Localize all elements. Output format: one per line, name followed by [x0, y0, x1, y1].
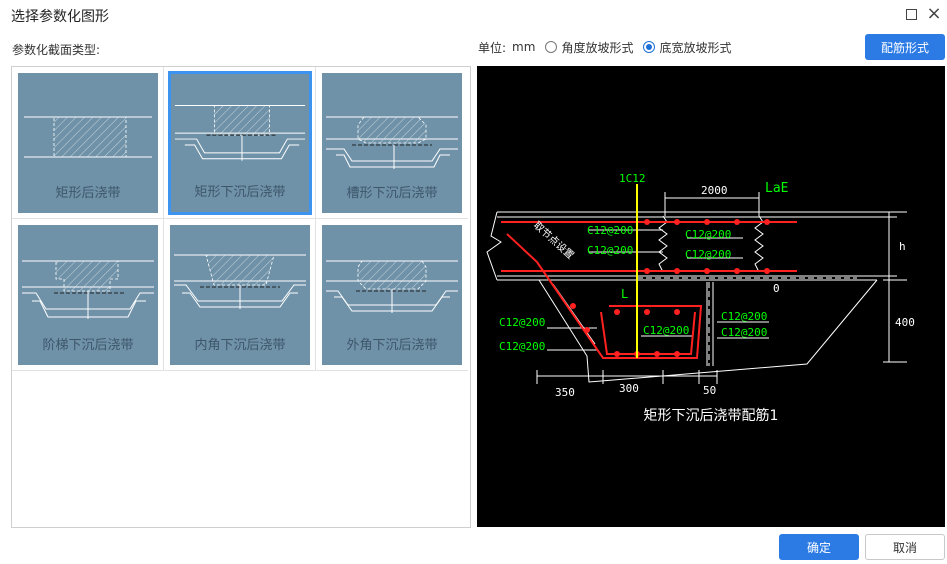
rect-section-icon: [24, 116, 152, 158]
close-icon: ×: [926, 3, 942, 24]
radio-label: 角度放坡形式: [561, 40, 634, 55]
label-top-bar: 1C12: [619, 172, 646, 185]
tile-thumbnail: 阶梯下沉后浇带: [18, 225, 158, 365]
unit-value: mm: [512, 40, 536, 54]
rebar-form-button[interactable]: 配筋形式: [865, 34, 945, 60]
label-rebar-e: C12@200: [499, 316, 545, 329]
cancel-button[interactable]: 取消: [865, 534, 945, 560]
window-title: 选择参数化图形: [11, 9, 109, 25]
tile-thumbnail: 槽形下沉后浇带: [322, 73, 462, 213]
label-rebar-a: C12@200: [587, 224, 633, 237]
tile-thumbnail: 矩形后浇带: [18, 73, 158, 213]
rebar-preview-drawing: 1C12 2000 LaE C12@200 C12@200 C12@200 C1…: [486, 172, 915, 424]
label-lae: LaE: [765, 181, 788, 196]
unit-row: 单位: mm 角度放坡形式 底宽放坡形式: [478, 38, 737, 56]
label-dim-300: 300: [619, 382, 639, 395]
slab-outline: [486, 192, 907, 384]
tile-thumbnail: 外角下沉后浇带: [322, 225, 462, 365]
break-lines: [658, 215, 764, 273]
label-rebar-g: C12@200: [643, 324, 689, 337]
tile-label: 矩形下沉后浇带: [194, 185, 286, 200]
label-dim-400: 400: [895, 316, 915, 329]
label-h: h: [899, 240, 906, 253]
label-node-ref: 取节点设置: [531, 219, 576, 261]
label-rebar-h: C12@200: [721, 310, 767, 323]
label-l-mark: L: [621, 287, 628, 301]
label-dim-50: 50: [703, 384, 716, 397]
tile-label: 矩形后浇带: [55, 186, 121, 201]
tile-step-sunken-post-pour[interactable]: 阶梯下沉后浇带: [12, 219, 164, 371]
inner-corner-sunken-section-icon: [174, 254, 306, 309]
step-sunken-section-icon: [22, 260, 154, 319]
tile-rect-sunken-post-pour[interactable]: 矩形下沉后浇带: [164, 67, 316, 219]
radio-label: 底宽放坡形式: [659, 40, 732, 55]
outer-corner-sunken-section-icon: [326, 260, 458, 313]
label-dim-350: 350: [555, 386, 575, 399]
tile-label: 阶梯下沉后浇带: [42, 338, 134, 353]
ok-button[interactable]: 确定: [779, 534, 859, 560]
label-rebar-c: C12@200: [685, 228, 731, 241]
center-lines: [637, 277, 857, 366]
preview-caption: 矩形下沉后浇带配筋1: [644, 407, 779, 424]
preview-labels: 1C12 2000 LaE C12@200 C12@200 C12@200 C1…: [499, 172, 788, 353]
close-button[interactable]: ×: [925, 3, 943, 24]
tile-label: 槽形下沉后浇带: [346, 186, 438, 201]
radio-width-slope[interactable]: 底宽放坡形式: [643, 39, 731, 56]
tile-thumbnail: 内角下沉后浇带: [170, 225, 310, 365]
tile-outer-corner-sunken-post-pour[interactable]: 外角下沉后浇带: [316, 219, 468, 371]
section-type-label: 参数化截面类型:: [12, 43, 101, 57]
label-rebar-f: C12@200: [499, 340, 545, 353]
tile-label: 外角下沉后浇带: [346, 338, 438, 353]
label-zero: 0: [773, 282, 780, 295]
rect-sunken-section-icon: [174, 105, 306, 161]
label-rebar-b: C12@200: [587, 244, 633, 257]
rebar-preview-panel: 1C12 2000 LaE C12@200 C12@200 C12@200 C1…: [477, 66, 945, 527]
tile-channel-sunken-post-pour[interactable]: 槽形下沉后浇带: [316, 67, 468, 219]
label-rebar-d: C12@200: [685, 248, 731, 261]
maximize-button[interactable]: [902, 6, 920, 24]
radio-checked-icon: [643, 41, 656, 53]
label-rebar-i: C12@200: [721, 326, 767, 339]
tile-label: 内角下沉后浇带: [194, 338, 286, 353]
tile-thumbnail: 矩形下沉后浇带: [168, 71, 312, 215]
channel-sunken-section-icon: [326, 116, 458, 169]
unit-label: 单位:: [478, 40, 507, 55]
radio-icon: [545, 41, 558, 53]
section-type-gallery: 矩形后浇带 矩形下沉后浇带: [11, 66, 471, 528]
tile-rect-post-pour[interactable]: 矩形后浇带: [12, 67, 164, 219]
maximize-icon: [906, 9, 917, 20]
tile-inner-corner-sunken-post-pour[interactable]: 内角下沉后浇带: [164, 219, 316, 371]
title-bar: 选择参数化图形 ×: [0, 0, 947, 30]
label-dim-2000: 2000: [701, 184, 728, 197]
radio-angle-slope[interactable]: 角度放坡形式: [545, 39, 633, 56]
